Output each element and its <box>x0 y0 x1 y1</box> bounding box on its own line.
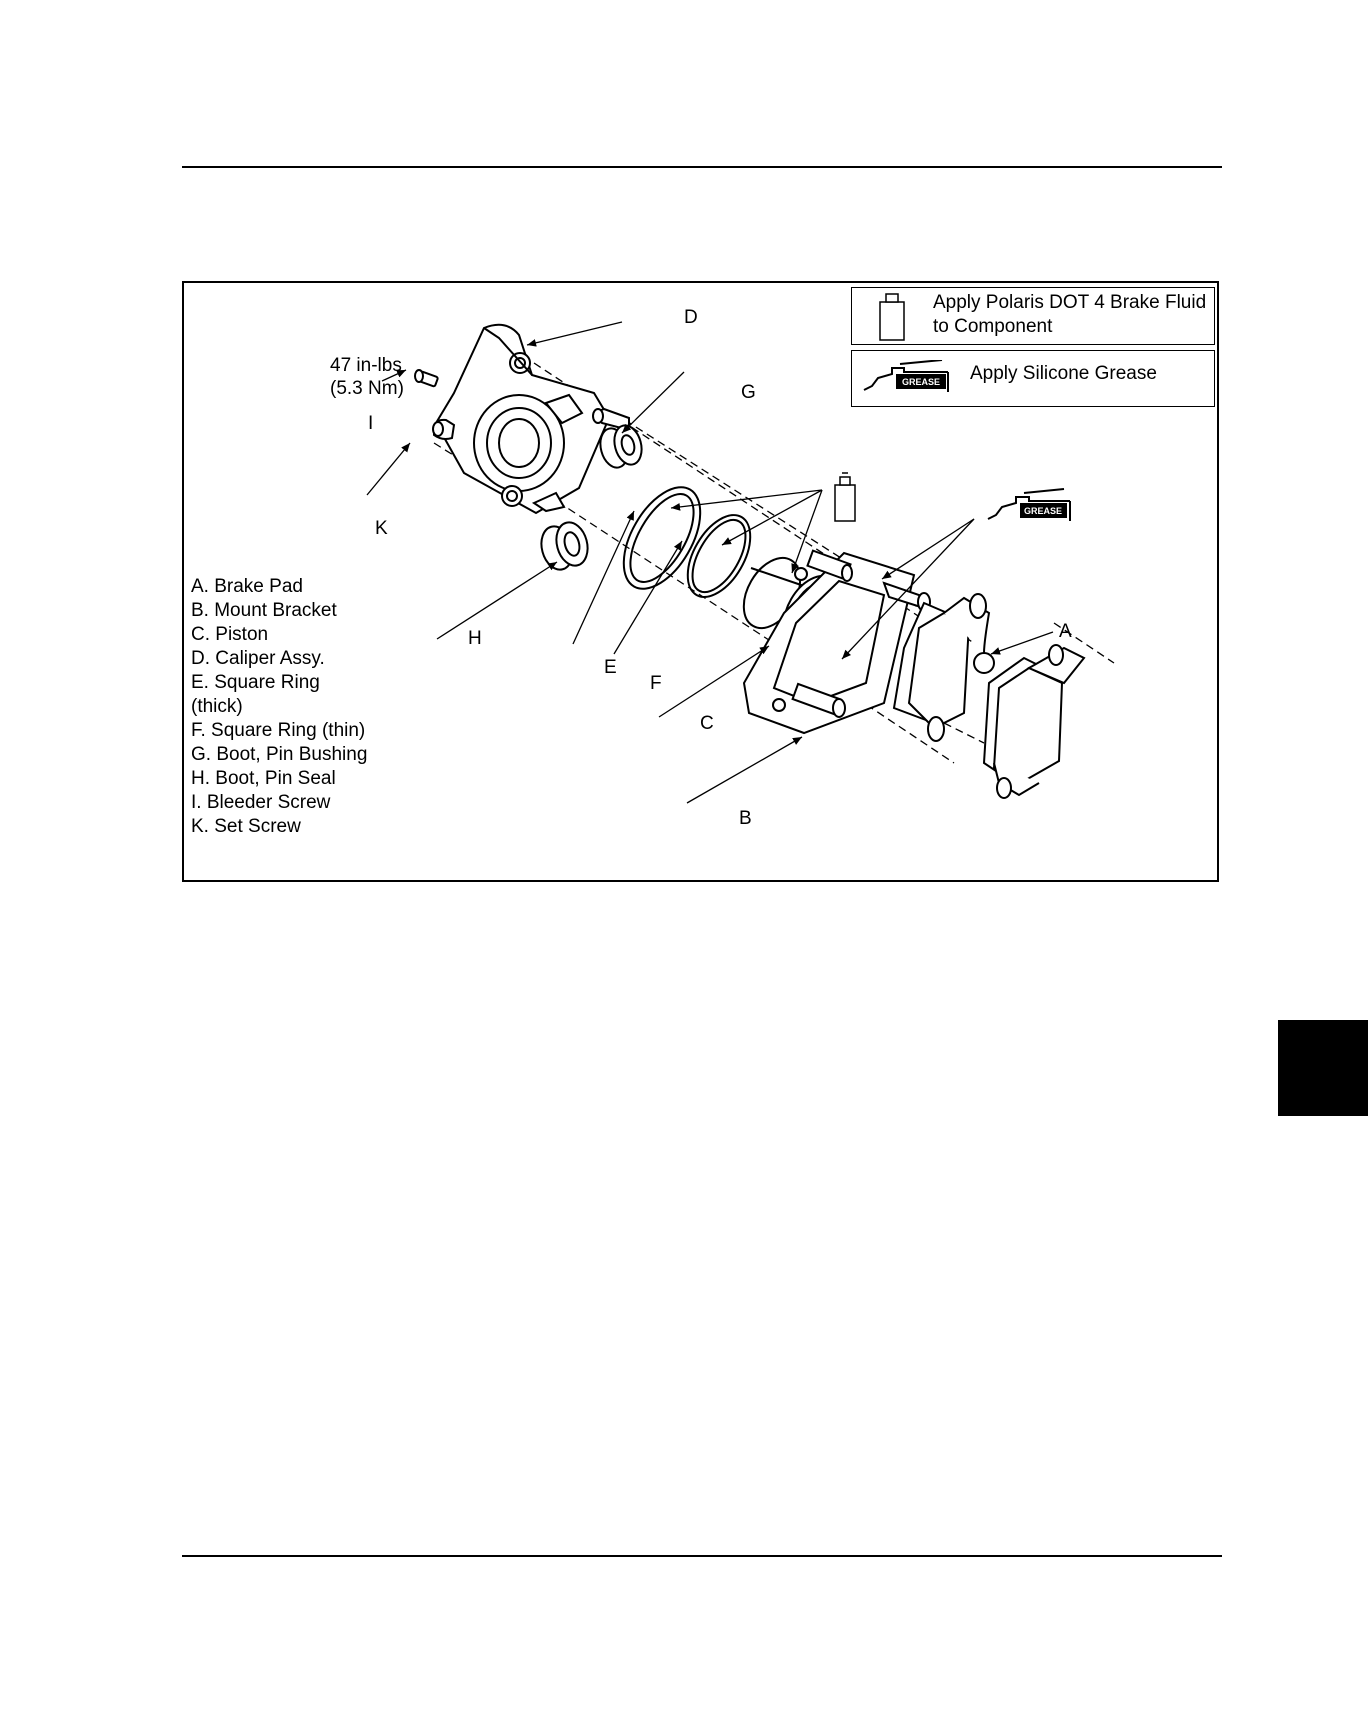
callout-d: D <box>684 308 698 328</box>
parts-list-item: B. Mount Bracket <box>191 599 367 623</box>
parts-list-item: (thick) <box>191 695 367 719</box>
callout-g: G <box>741 383 756 403</box>
exploded-view-figure: GREASE Apply Polaris DOT 4 Br <box>182 281 1219 882</box>
brake-pad-outer <box>984 645 1084 798</box>
parts-list-item: C. Piston <box>191 623 367 647</box>
torque-in-lbs: 47 in-lbs <box>330 354 404 377</box>
parts-list-item: K. Set Screw <box>191 815 367 839</box>
section-tab <box>1278 1020 1368 1116</box>
callout-b: B <box>739 809 752 829</box>
parts-list-item: G. Boot, Pin Bushing <box>191 743 367 767</box>
callout-k: K <box>375 519 388 539</box>
grease-gun-icon: GREASE <box>988 489 1070 521</box>
silicone-grease-legend: GREASE Apply Silicone Grease <box>851 350 1215 407</box>
pin-seal-boot <box>537 519 592 573</box>
brake-fluid-legend-line1: Apply Polaris DOT 4 Brake Fluid <box>933 291 1206 315</box>
brake-fluid-legend-line2: to Component <box>933 315 1052 339</box>
parts-list: A. Brake Pad B. Mount Bracket C. Piston … <box>191 575 367 839</box>
torque-nm: (5.3 Nm) <box>330 377 404 400</box>
callout-h: H <box>468 629 482 649</box>
callout-c: C <box>700 714 714 734</box>
parts-list-item: H. Boot, Pin Seal <box>191 767 367 791</box>
callout-a: A <box>1059 622 1072 642</box>
callout-e: E <box>604 658 617 678</box>
parts-list-item: F. Square Ring (thin) <box>191 719 367 743</box>
callout-i: I <box>368 414 373 434</box>
set-screw <box>433 420 454 439</box>
brake-fluid-legend: Apply Polaris DOT 4 Brake Fluid to Compo… <box>851 287 1215 345</box>
bleeder-screw <box>415 370 438 387</box>
parts-list-item: I. Bleeder Screw <box>191 791 367 815</box>
parts-list-item: E. Square Ring <box>191 671 367 695</box>
brake-fluid-bottle-icon <box>876 291 916 343</box>
parts-list-item: A. Brake Pad <box>191 575 367 599</box>
grease-gun-icon: GREASE <box>862 360 958 400</box>
svg-text:GREASE: GREASE <box>902 377 940 387</box>
brake-fluid-bottle-icon <box>835 473 855 521</box>
header-rule <box>182 166 1222 168</box>
callout-f: F <box>650 674 662 694</box>
brake-pad-inner <box>894 594 994 741</box>
svg-text:GREASE: GREASE <box>1024 506 1062 516</box>
caliper-assembly <box>436 325 609 513</box>
torque-spec: 47 in-lbs (5.3 Nm) <box>330 354 404 400</box>
silicone-grease-legend-text: Apply Silicone Grease <box>970 362 1157 386</box>
parts-list-item: D. Caliper Assy. <box>191 647 367 671</box>
footer-rule <box>182 1555 1222 1557</box>
